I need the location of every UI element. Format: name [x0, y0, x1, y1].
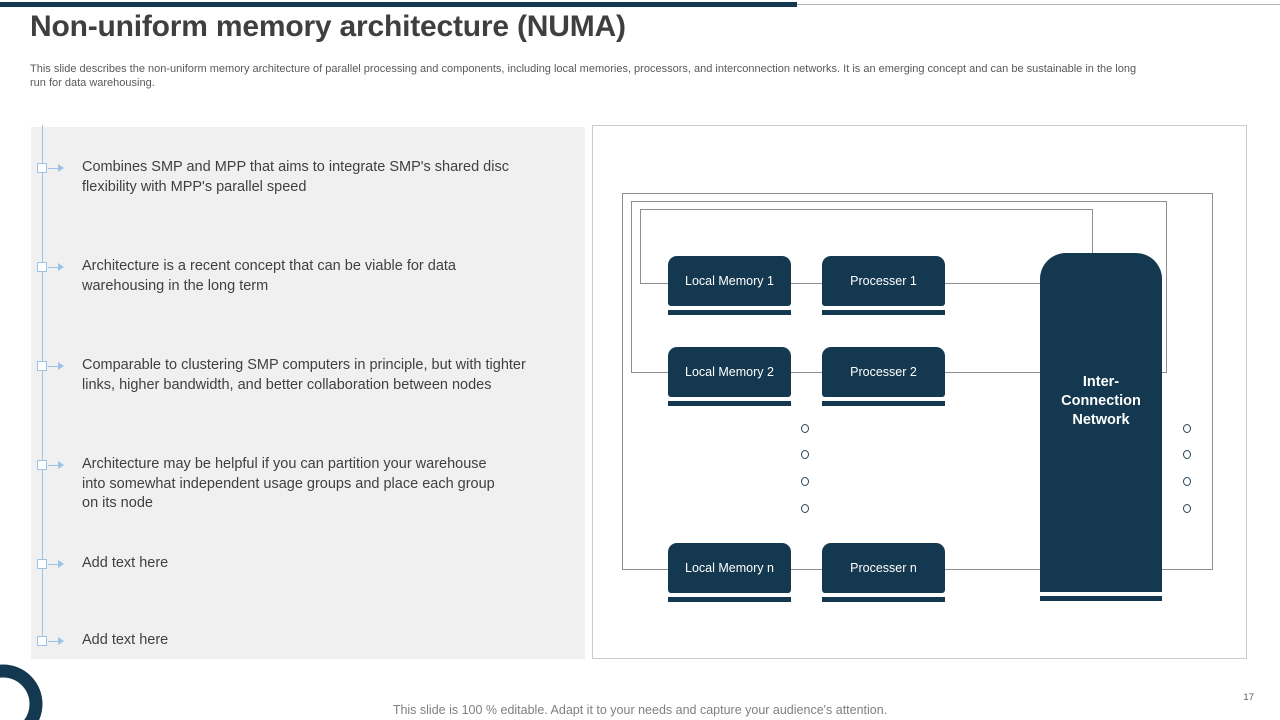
bullet-arrowhead-icon [58, 263, 64, 271]
bullet-text-placeholder[interactable]: Add text here [82, 632, 169, 648]
ellipsis-dot-icon [1183, 424, 1191, 433]
interconnection-label-line: Connection [1061, 393, 1141, 409]
node-local-memory-1: Local Memory 1 [668, 256, 791, 306]
top-accent-bar [0, 2, 797, 7]
ellipsis-dot-icon [1183, 477, 1191, 486]
bullet-arrowhead-icon [58, 637, 64, 645]
bullet-text: Combines SMP and MPP that aims to integr… [82, 159, 509, 195]
page-subtitle: This slide describes the non-uniform mem… [30, 63, 1137, 89]
bullet-panel [31, 127, 585, 659]
node-underline [668, 401, 791, 406]
bullet-square-icon [37, 262, 47, 272]
bullet-timeline [42, 125, 43, 646]
bullet-square-icon [37, 460, 47, 470]
bullet-text: Architecture may be helpful if you can p… [82, 456, 495, 511]
ellipsis-dot-icon [1183, 450, 1191, 459]
node-processer-n: Processer n [822, 543, 945, 593]
bullet-arrow-icon [48, 465, 58, 466]
bullet-arrowhead-icon [58, 164, 64, 172]
bullet-text: Architecture is a recent concept that ca… [82, 258, 456, 294]
page-number: 17 [1243, 692, 1254, 703]
bullet-arrow-icon [48, 641, 58, 642]
node-local-memory-2: Local Memory 2 [668, 347, 791, 397]
bullet-text-placeholder[interactable]: Add text here [82, 555, 169, 571]
ellipsis-dot-icon [801, 504, 809, 513]
ellipsis-dot-icon [1183, 504, 1191, 513]
bullet-square-icon [37, 636, 47, 646]
node-underline [822, 310, 945, 315]
bullet-text: Comparable to clustering SMP computers i… [82, 357, 526, 393]
bullet-arrow-icon [48, 267, 58, 268]
interconnection-label-line: Network [1072, 412, 1130, 428]
node-underline [668, 597, 791, 602]
footer-note: This slide is 100 % editable. Adapt it t… [392, 703, 888, 717]
bullet-arrow-icon [48, 366, 58, 367]
bullet-square-icon [37, 163, 47, 173]
node-processer-2: Processer 2 [822, 347, 945, 397]
bullet-arrowhead-icon [58, 362, 64, 370]
node-underline [1040, 596, 1162, 601]
node-processer-1: Processer 1 [822, 256, 945, 306]
bullet-square-icon [37, 361, 47, 371]
bullet-arrow-icon [48, 564, 58, 565]
ellipsis-dot-icon [801, 424, 809, 433]
logo-ring-icon [0, 664, 43, 720]
bullet-square-icon [37, 559, 47, 569]
bullet-arrowhead-icon [58, 461, 64, 469]
node-interconnection-network: Inter- Connection Network [1040, 253, 1162, 592]
node-underline [822, 401, 945, 406]
node-local-memory-n: Local Memory n [668, 543, 791, 593]
node-underline [822, 597, 945, 602]
ellipsis-dot-icon [801, 477, 809, 486]
bullet-arrow-icon [48, 168, 58, 169]
interconnection-label-line: Inter- [1082, 374, 1120, 390]
top-accent-line [797, 4, 1280, 5]
node-underline [668, 310, 791, 315]
ellipsis-dot-icon [801, 450, 809, 459]
bullet-arrowhead-icon [58, 560, 64, 568]
page-title: Non-uniform memory architecture (NUMA) [30, 10, 626, 43]
